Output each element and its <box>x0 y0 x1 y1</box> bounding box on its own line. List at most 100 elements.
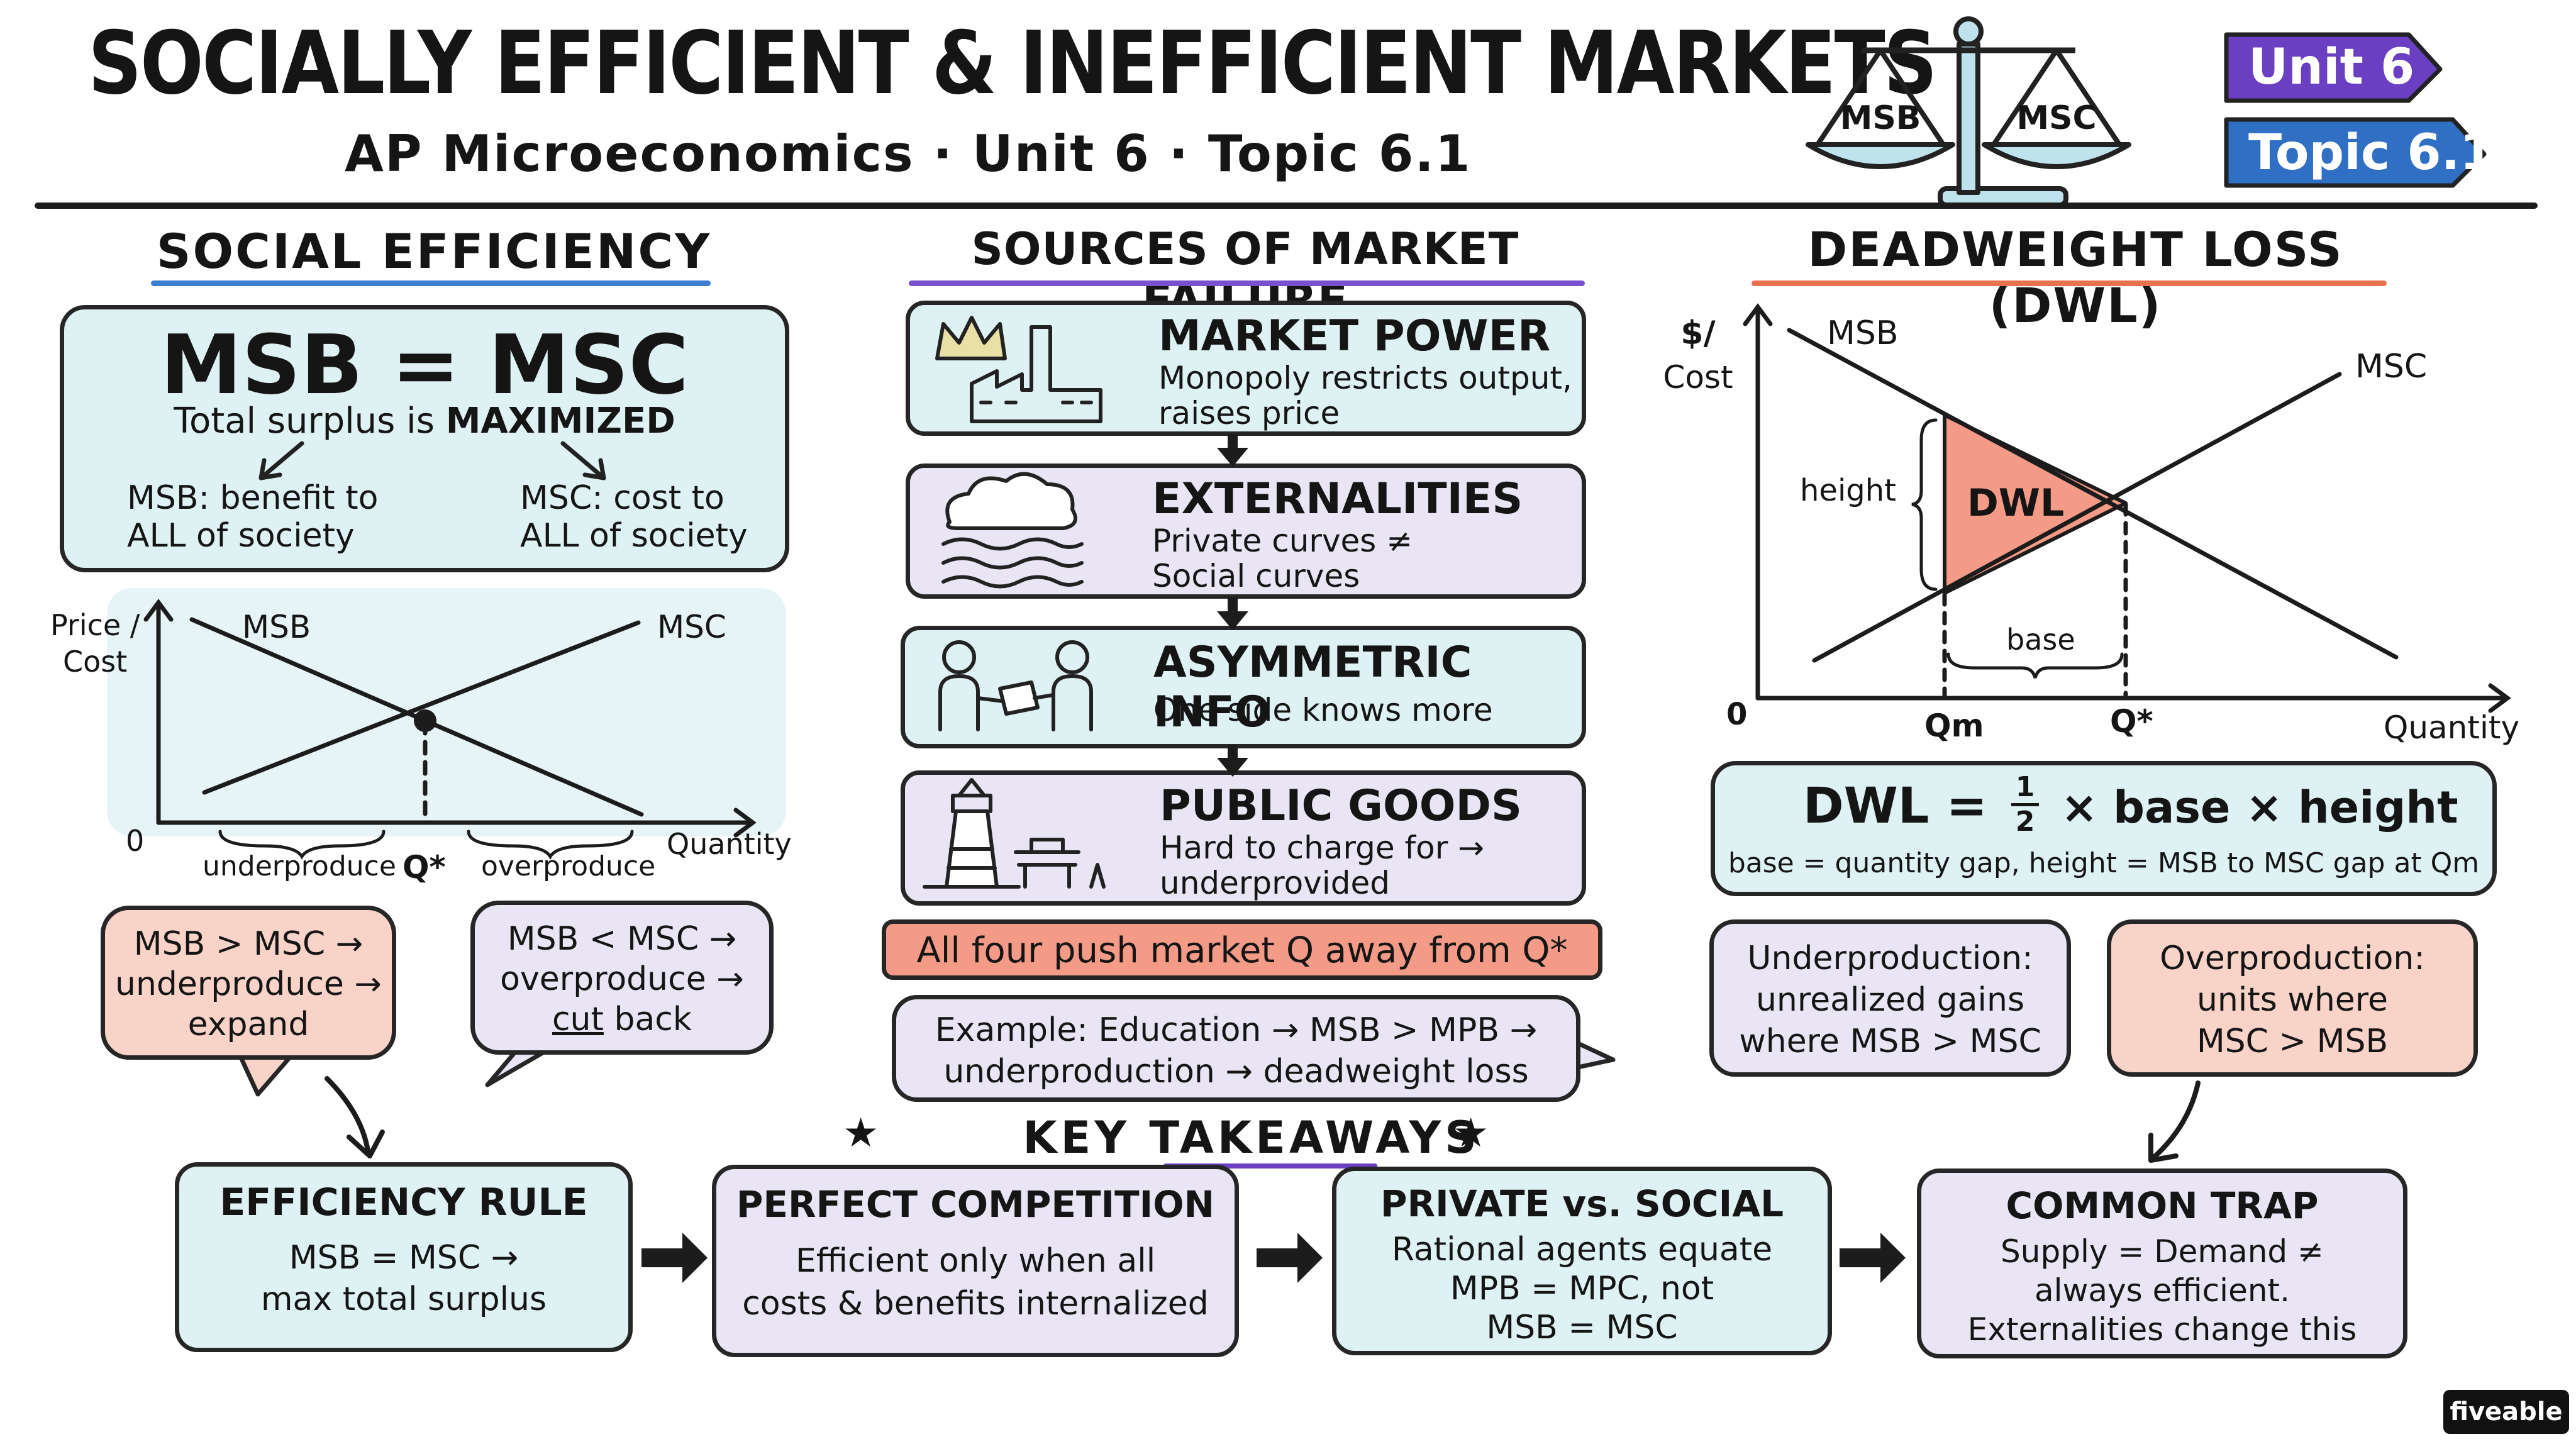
msc-curve <box>202 620 641 795</box>
takeaway-line: MSB = MSC → <box>289 1239 519 1277</box>
surplus-statement: Total surplus is MAXIMIZED <box>64 401 785 441</box>
box-line: MSC > MSB <box>2196 1023 2389 1060</box>
card-title: MARKET POWER <box>1158 311 1551 361</box>
msb-definition: MSB: benefit to ALL of society <box>127 479 378 555</box>
takeaway-body: Supply = Demand ≠ always efficient. Exte… <box>1921 1232 2403 1349</box>
header-divider <box>35 203 2538 209</box>
right-arrow-icon <box>1257 1233 1323 1283</box>
fraction-bar <box>2011 803 2039 806</box>
cut-word: cut <box>552 1001 604 1038</box>
takeaway-line: Supply = Demand ≠ <box>2001 1233 2324 1270</box>
banner-text: All four push market Q away from Q* <box>916 930 1568 971</box>
card-line: Social curves <box>1152 558 1360 594</box>
overproduce-bubble: MSB < MSC → overproduce → cut back <box>470 901 774 1055</box>
card-line: Hard to charge for → <box>1160 830 1485 866</box>
y-label-line: $/ <box>1680 314 1716 352</box>
education-example-bubble: Example: Education → MSB > MPB → underpr… <box>892 995 1580 1102</box>
takeaway-title: EFFICIENCY RULE <box>219 1180 588 1224</box>
takeaway-line: Efficient only when all <box>795 1242 1156 1280</box>
bubble-line: overproduce → <box>500 960 744 998</box>
base-label: base <box>2006 623 2075 657</box>
formula-fraction: 1 2 <box>2007 773 2043 836</box>
curved-arrow <box>325 1076 370 1153</box>
fraction-denominator: 2 <box>2015 806 2035 838</box>
unit-badge: Unit 6 <box>2248 39 2415 96</box>
bubble-line: MSB < MSC → <box>507 920 737 958</box>
box-text: Underproduction: unrealized gains where … <box>1714 938 2067 1062</box>
card-description: Hard to charge for → underprovided <box>1160 830 1484 901</box>
y-label-line: Cost <box>63 645 128 679</box>
takeaway-line: always efficient. <box>2034 1272 2290 1309</box>
takeaway-line: Externalities change this <box>1967 1311 2357 1348</box>
takeaway-card-perfect-competition: PERFECT COMPETITION Efficient only when … <box>712 1165 1239 1357</box>
dwl-triangle-label: DWL <box>1967 481 2065 525</box>
back-word: back <box>614 1001 692 1038</box>
example-text: Example: Education → MSB > MPB → underpr… <box>896 1009 1576 1092</box>
takeaway-card-efficiency-rule: EFFICIENCY RULE MSB = MSC → max total su… <box>175 1162 633 1352</box>
bubble-line: cut back <box>475 999 769 1040</box>
dwl-origin: 0 <box>1726 697 1748 732</box>
card-description: Monopoly restricts output, raises price <box>1158 360 1572 431</box>
page-title: SOCIALLY EFFICIENT & INEFFICIENT MARKETS <box>88 13 1938 114</box>
example-line: Example: Education → MSB > MPB → <box>935 1011 1538 1049</box>
base-brace <box>1946 652 2124 679</box>
msc-curve-label: MSC <box>2355 348 2428 386</box>
scale-right-label: MSC <box>2016 99 2097 137</box>
page-subtitle: AP Microeconomics · Unit 6 · Topic 6.1 <box>345 125 1472 183</box>
market-power-card: MARKET POWER Monopoly restricts output, … <box>906 301 1586 436</box>
takeaway-body: MSB = MSC → max total surplus <box>179 1237 628 1320</box>
qm-label: Qm <box>1924 708 1984 744</box>
factory-icon <box>970 325 1102 423</box>
msb-definition-line: MSB: benefit to <box>127 479 379 517</box>
bubble-line: MSB > MSC → <box>133 925 364 963</box>
graph-y-label: Price / Cost <box>50 607 140 680</box>
y-label-line: Price / <box>50 608 140 642</box>
box-line: Underproduction: <box>1747 940 2033 977</box>
takeaway-line: MSB = MSC <box>1486 1309 1678 1346</box>
msc-definition: MSC: cost to ALL of society <box>520 479 748 555</box>
heading-underline <box>909 280 1585 286</box>
surplus-prefix: Total surplus is <box>174 401 435 441</box>
heading-underline <box>1752 280 2387 286</box>
box-line: Overproduction: <box>2160 940 2425 977</box>
dwl-x-label: Quantity <box>2384 709 2520 746</box>
takeaway-title: PERFECT COMPETITION <box>736 1183 1215 1226</box>
takeaway-body: Efficient only when all costs & benefits… <box>716 1240 1235 1325</box>
takeaway-title: PRIVATE vs. SOCIAL <box>1380 1182 1784 1225</box>
box-text: Overproduction: units where MSC > MSB <box>2111 938 2473 1062</box>
underproduction-box: Underproduction: unrealized gains where … <box>1709 919 2071 1077</box>
box-line: units where <box>2196 981 2389 1019</box>
underproduce-label: underproduce <box>203 850 396 882</box>
takeaway-card-common-trap: COMMON TRAP Supply = Demand ≠ always eff… <box>1917 1169 2407 1358</box>
msb-curve-label: MSB <box>242 609 311 645</box>
equilibrium-point <box>414 709 436 732</box>
height-label: height <box>1800 473 1896 508</box>
example-line: underproduction → deadweight loss <box>943 1053 1529 1091</box>
takeaway-line: costs & benefits internalized <box>742 1285 1209 1323</box>
heading-underline <box>1163 1163 1377 1169</box>
bubble-text: MSB < MSC → overproduce → cut back <box>475 919 769 1040</box>
overproduce-label: overproduce <box>481 850 656 882</box>
msb-definition-line: ALL of society <box>127 517 355 555</box>
msc-curve-label: MSC <box>657 609 726 645</box>
graph-origin: 0 <box>126 824 145 858</box>
msb-curve-label: MSB <box>1827 314 1899 352</box>
bubble-line: underproduce → <box>115 965 382 1003</box>
right-arrow-icon <box>641 1233 708 1283</box>
buyer-icon <box>942 640 976 674</box>
takeaway-card-private-vs-social: PRIVATE vs. SOCIAL Rational agents equat… <box>1332 1167 1832 1355</box>
msc-definition-line: MSC: cost to <box>520 479 724 517</box>
overproduction-box: Overproduction: units where MSC > MSB <box>2107 919 2478 1077</box>
dwl-heading: DEADWEIGHT LOSS (DWL) <box>1807 221 2343 333</box>
document-icon <box>998 680 1040 716</box>
box-line: where MSB > MSC <box>1739 1023 2041 1060</box>
market-failure-banner: All four push market Q away from Q* <box>882 919 1602 980</box>
x-axis-label: Quantity <box>667 827 792 861</box>
